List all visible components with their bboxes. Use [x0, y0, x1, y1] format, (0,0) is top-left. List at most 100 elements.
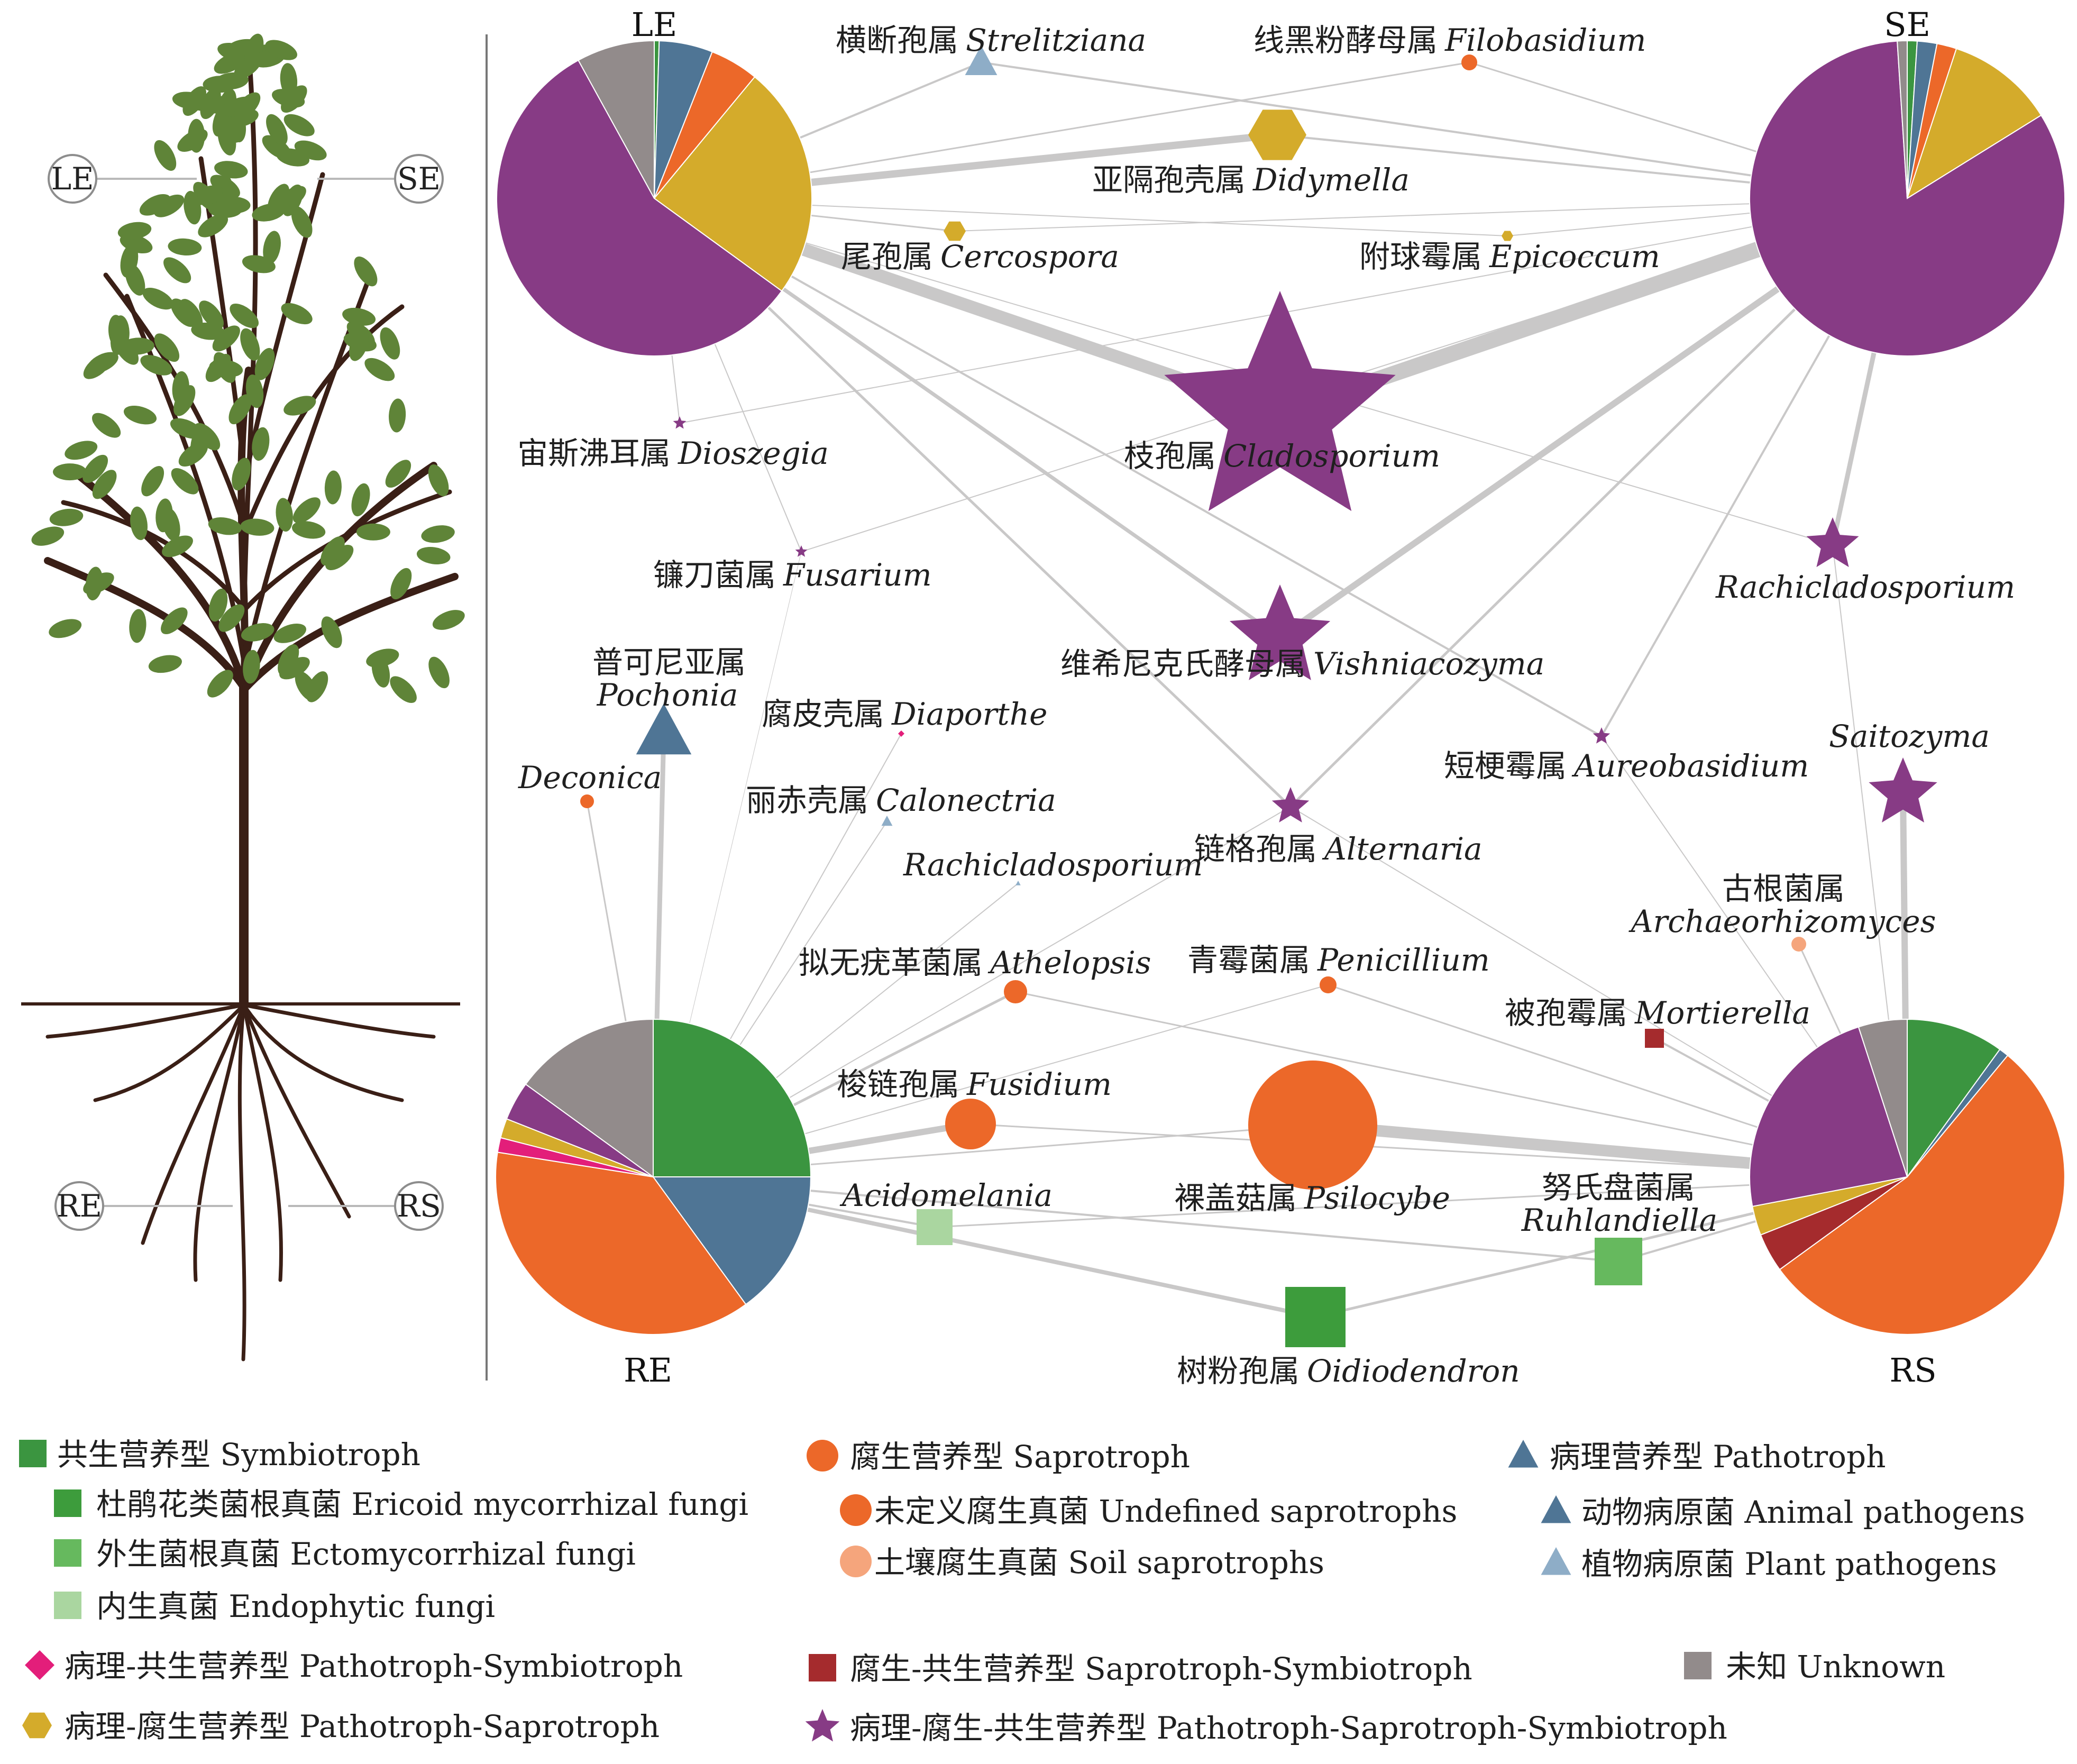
tree-leaf [228, 394, 252, 425]
genus-node-saitozyma-icon [1869, 757, 1937, 822]
tree-leaf [199, 300, 224, 330]
legend-triangle-icon [1541, 1547, 1571, 1575]
tree-leaf [342, 307, 376, 326]
tree-root [242, 1003, 283, 1282]
legend-diamond-icon [25, 1650, 54, 1680]
tree-leaves [31, 33, 465, 703]
legend-triangle-icon [1541, 1495, 1571, 1523]
tree-leaf [266, 114, 288, 145]
tree-leaf [421, 525, 455, 543]
legend-star-shape [805, 1709, 840, 1742]
legend-item-animal-pathogens: 动物病原菌 Animal pathogens [1541, 1494, 2025, 1530]
tree-leaf [108, 315, 126, 349]
tree-leaf [208, 200, 242, 218]
tree-leaf [390, 568, 412, 600]
tree-branch [61, 500, 246, 611]
tree-leaf [177, 129, 208, 152]
tree-leaf [321, 536, 345, 566]
tree-leaf [371, 654, 390, 688]
tree-leaf [277, 186, 306, 210]
legend-item-patho-symbio: 病理-共生营养型 Pathotroph-Symbiotroph [25, 1648, 683, 1684]
genus-label-acidomelania: Acidomelania [839, 1177, 1053, 1213]
legend-square-shape [54, 1592, 81, 1619]
legend-text: 共生营养型 Symbiotroph [57, 1437, 420, 1473]
legend-circle-shape [807, 1440, 838, 1471]
genus-node-alternaria-icon [1271, 787, 1310, 822]
pie-rs [1749, 1018, 2065, 1335]
tree-leaf [234, 92, 261, 120]
legend-text: 外生菌根真菌 Ectomycorrhizal fungi [96, 1536, 636, 1572]
tree-leaf [161, 607, 188, 634]
tree-leaf [245, 374, 264, 408]
legend-text: 内生真菌 Endophytic fungi [96, 1588, 495, 1624]
legend-item-patho-sapro: 病理-腐生营养型 Pathotroph-Saprotroph [22, 1708, 660, 1744]
tree-leaf [354, 256, 378, 287]
tree-leaf [171, 468, 199, 495]
legend-item-plant-pathogens: 植物病原菌 Plant pathogens [1541, 1546, 1997, 1582]
tree-leaf [31, 526, 65, 546]
genus-node-athelopsis-icon [1004, 980, 1027, 1003]
node-label-rs: RS [1889, 1351, 1936, 1390]
legend-square-icon [19, 1440, 47, 1467]
node-label-se: SE [1884, 5, 1930, 44]
pie-slice-patho_sapro [653, 76, 813, 292]
legend-square-icon [54, 1489, 81, 1517]
tree-leaf [273, 624, 307, 643]
tree-leaf [140, 355, 172, 376]
tree-leaf [428, 656, 450, 689]
tree-leaf [120, 337, 154, 355]
pie-slice-saprotroph [495, 1151, 747, 1336]
tree-leaf [356, 523, 390, 541]
legend-circle-icon [840, 1494, 872, 1526]
tree-label-se: SE [397, 161, 441, 197]
marker-circle-se [394, 154, 444, 204]
legend-square-shape [1684, 1652, 1712, 1679]
legend-text: 病理营养型 Pathotroph [1550, 1439, 1886, 1475]
legend-square-shape [809, 1654, 836, 1681]
genus-node-oidiodendron-icon [1285, 1287, 1346, 1347]
legend-square-shape [54, 1539, 81, 1567]
legend-square-icon [54, 1592, 81, 1619]
legend-item-patho-sapro-symbio: 病理-腐生-共生营养型 Pathotroph-Saprotroph-Symbio… [805, 1709, 1727, 1746]
legend-hexagon-shape [22, 1712, 52, 1739]
tree-leaf [65, 441, 98, 460]
pie-slice-patho_sapro_symbio [1749, 40, 2065, 357]
legend-text: 动物病原菌 Animal pathogens [1581, 1494, 2025, 1530]
tree-root [45, 1003, 246, 1039]
tree-label-le: LE [51, 161, 94, 197]
tree-leaf [155, 498, 173, 533]
legend-square-icon [54, 1539, 81, 1567]
legend-text: 病理-腐生-共生营养型 Pathotroph-Saprotroph-Symbio… [850, 1710, 1727, 1746]
legend-text: 腐生营养型 Saprotroph [850, 1439, 1190, 1475]
genus-node-epicoccum-icon [1502, 231, 1513, 241]
tree-leaf [130, 506, 148, 541]
legend-star-icon [805, 1709, 840, 1742]
genus-label-saitozyma: Saitozyma [1829, 718, 1990, 754]
tree-leaf [83, 572, 114, 595]
pie-slice-unknown [525, 1018, 654, 1178]
legend-text: 未知 Unknown [1726, 1649, 1945, 1685]
tree-leaf [390, 676, 417, 703]
tree-leaf [162, 535, 193, 557]
sample-pies [495, 40, 2065, 1336]
tree-leaf [252, 427, 270, 461]
genus-node-didymella-icon [1248, 109, 1306, 160]
tree-root [193, 1003, 246, 1282]
tree-leaf [321, 616, 342, 648]
genus-node-mortierella-icon [1645, 1029, 1664, 1048]
tree-leaf [240, 328, 260, 361]
genus-node-strelitziana-icon [965, 45, 998, 75]
legend-item-ectomycorrhizal: 外生菌根真菌 Ectomycorrhizal fungi [54, 1536, 636, 1572]
